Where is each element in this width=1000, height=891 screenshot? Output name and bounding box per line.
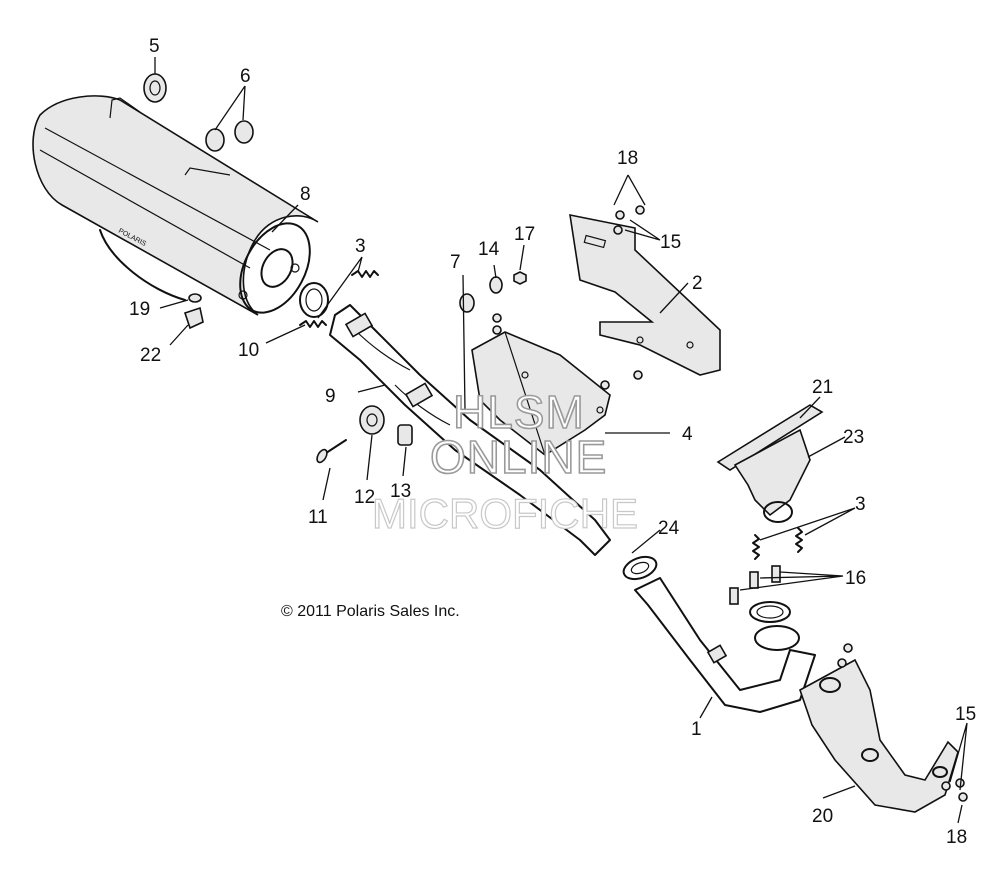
bolt-11 bbox=[316, 439, 347, 464]
adapter-23 bbox=[733, 428, 811, 523]
callout-20: 20 bbox=[812, 806, 833, 827]
bracket-2 bbox=[569, 213, 721, 376]
callout-18-bottom: 18 bbox=[946, 827, 967, 848]
heat-shield-4 bbox=[471, 331, 611, 456]
callout-2: 2 bbox=[692, 273, 703, 294]
flange-21 bbox=[716, 404, 824, 471]
callout-22: 22 bbox=[140, 345, 161, 366]
callout-23: 23 bbox=[843, 427, 864, 448]
callout-10: 10 bbox=[238, 340, 259, 361]
springs-3-lower bbox=[752, 527, 803, 560]
washers-and-nuts bbox=[459, 205, 645, 390]
watermark: HLSM ONLINE MICROFICHE bbox=[371, 385, 638, 537]
callout-16: 16 bbox=[845, 568, 866, 589]
grommets-6 bbox=[205, 120, 254, 152]
leader-lines bbox=[154, 57, 968, 824]
callout-14: 14 bbox=[478, 239, 500, 260]
callout-13: 13 bbox=[390, 481, 411, 502]
callout-21: 21 bbox=[812, 377, 833, 398]
callout-1: 1 bbox=[691, 719, 702, 740]
callout-18-top: 18 bbox=[617, 148, 638, 169]
spacer-12 bbox=[359, 405, 385, 435]
callout-24: 24 bbox=[658, 518, 680, 539]
callout-7: 7 bbox=[450, 252, 461, 273]
watermark-line-1: HLSM bbox=[453, 386, 585, 438]
callout-3-lower: 3 bbox=[855, 494, 866, 515]
callout-8: 8 bbox=[300, 184, 311, 205]
callout-6: 6 bbox=[240, 66, 251, 87]
callout-15-top: 15 bbox=[660, 232, 681, 253]
mid-pipe bbox=[329, 304, 611, 556]
muffler: POLARIS bbox=[32, 95, 319, 316]
grommet-5 bbox=[143, 73, 167, 103]
callout-19: 19 bbox=[129, 299, 150, 320]
callout-4: 4 bbox=[682, 424, 693, 445]
gasket-10 bbox=[299, 282, 329, 318]
callout-11: 11 bbox=[308, 507, 328, 528]
watermark-line-2: ONLINE bbox=[430, 431, 607, 483]
watermark-line-3: MICROFICHE bbox=[372, 490, 638, 537]
bushing-13 bbox=[397, 424, 413, 446]
callout-12: 12 bbox=[354, 487, 375, 508]
head-pipe-1 bbox=[634, 577, 816, 713]
callout-17: 17 bbox=[514, 224, 535, 245]
gasket-24 bbox=[622, 555, 658, 581]
callout-numbers: 5 6 8 3 19 22 10 9 7 14 17 18 15 2 4 21 … bbox=[129, 36, 976, 848]
callout-9: 9 bbox=[325, 386, 336, 407]
heat-shield-20 bbox=[799, 643, 968, 813]
callout-15-bottom: 15 bbox=[955, 704, 976, 725]
bolts-16 bbox=[729, 565, 781, 605]
fastener-19 bbox=[188, 293, 202, 303]
fastener-22 bbox=[183, 306, 204, 330]
copyright-notice: © 2011 Polaris Sales Inc. bbox=[281, 603, 460, 620]
callout-5: 5 bbox=[149, 36, 160, 57]
callout-3-upper: 3 bbox=[355, 236, 366, 257]
